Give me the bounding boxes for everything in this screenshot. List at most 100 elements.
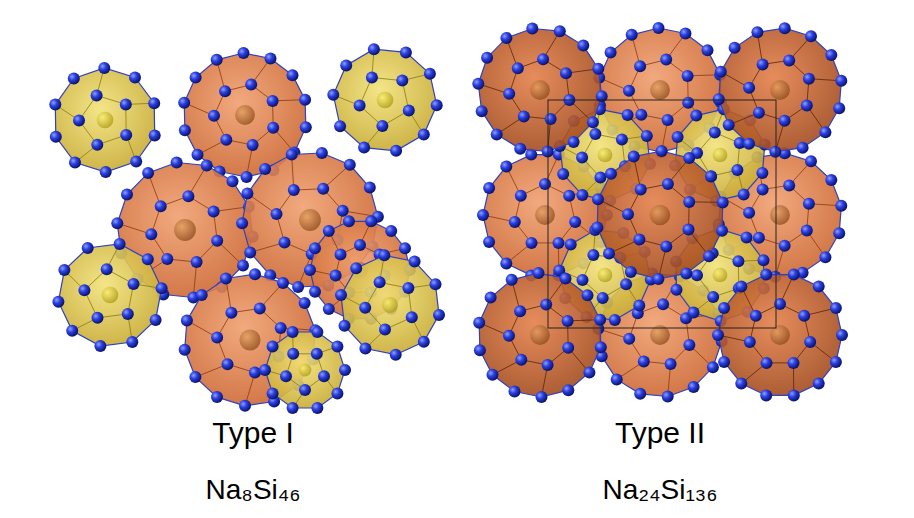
silicon-atom xyxy=(743,138,755,150)
silicon-atom xyxy=(130,156,142,168)
silicon-atom xyxy=(634,388,646,400)
sodium-atom xyxy=(97,112,114,129)
silicon-atom xyxy=(339,320,351,332)
silicon-atom xyxy=(635,184,647,196)
cage-face xyxy=(479,273,601,397)
silicon-atom xyxy=(481,52,493,64)
silicon-atom xyxy=(526,237,538,249)
silicon-atom xyxy=(433,309,445,321)
silicon-atom xyxy=(587,116,599,128)
silicon-atom xyxy=(418,129,430,141)
dodecahedron-cage xyxy=(52,238,167,352)
silicon-atom xyxy=(803,198,815,210)
silicon-atom xyxy=(716,225,728,237)
silicon-atom xyxy=(309,242,321,254)
silicon-atom xyxy=(190,72,202,84)
silicon-atom xyxy=(779,240,791,252)
cage-face xyxy=(478,29,601,152)
silicon-atom xyxy=(267,122,279,134)
silicon-atom xyxy=(211,235,223,247)
silicon-atom xyxy=(500,32,512,44)
silicon-atom xyxy=(340,59,352,71)
structure-type: Type I xyxy=(212,416,294,450)
silicon-atom xyxy=(323,303,335,315)
silicon-atom xyxy=(656,145,668,157)
silicon-atom xyxy=(514,143,526,155)
cage-face xyxy=(184,53,306,177)
silicon-atom xyxy=(769,146,781,158)
silicon-atom xyxy=(620,278,632,290)
silicon-atom xyxy=(557,168,569,180)
silicon-atom xyxy=(760,389,772,401)
silicon-atom xyxy=(472,78,484,90)
silicon-atom xyxy=(91,139,103,151)
silicon-atom xyxy=(220,134,232,146)
silicon-atom xyxy=(756,167,768,179)
silicon-atom xyxy=(343,215,355,227)
silicon-atom xyxy=(718,356,730,368)
silicon-atom xyxy=(191,256,203,268)
cage-edge xyxy=(214,85,273,145)
silicon-atom xyxy=(430,278,442,290)
silicon-atom xyxy=(797,142,809,154)
silicon-atom xyxy=(111,217,123,229)
silicon-atom xyxy=(334,120,346,132)
silicon-atom xyxy=(211,391,223,403)
silicon-atom xyxy=(101,263,113,275)
silicon-atom xyxy=(683,152,695,164)
dodecahedron-cage xyxy=(327,43,442,157)
silicon-atom xyxy=(94,340,106,352)
silicon-atom xyxy=(239,400,251,412)
sodium-atom xyxy=(530,325,550,345)
silicon-atom xyxy=(399,242,411,254)
silicon-atom xyxy=(287,69,299,81)
silicon-atom xyxy=(431,99,443,111)
silicon-atom xyxy=(577,40,589,52)
silicon-atom xyxy=(707,361,719,373)
silicon-atom xyxy=(515,190,527,202)
silicon-atom xyxy=(735,378,747,390)
cage-face xyxy=(719,28,842,152)
silicon-atom xyxy=(196,289,208,301)
sodium-atom xyxy=(377,92,394,109)
silicon-atom xyxy=(688,381,700,393)
cage-edge xyxy=(749,185,809,245)
silicon-atom xyxy=(292,281,304,293)
silicon-atom xyxy=(304,264,316,276)
silicon-atom xyxy=(597,292,609,304)
silicon-atom xyxy=(500,258,512,270)
silicon-atom xyxy=(409,256,421,268)
silicon-atom xyxy=(683,339,695,351)
sodium-atom xyxy=(530,80,550,100)
cage-face xyxy=(265,332,345,408)
silicon-atom xyxy=(560,67,572,79)
silicon-atom xyxy=(483,182,495,194)
dodecahedron-cage xyxy=(335,249,445,360)
silicon-atom xyxy=(299,94,311,106)
silicon-atom xyxy=(236,217,248,229)
silicon-atom xyxy=(783,179,795,191)
silicon-atom xyxy=(323,225,335,237)
silicon-atom xyxy=(365,215,377,227)
silicon-atom xyxy=(98,62,110,74)
silicon-atom xyxy=(512,62,524,74)
silicon-atom xyxy=(743,82,755,94)
silicon-atom xyxy=(638,355,650,367)
silicon-atom xyxy=(331,341,343,353)
silicon-atom xyxy=(474,344,486,356)
silicon-atom xyxy=(672,131,684,143)
silicon-atom xyxy=(267,388,279,400)
silicon-atom xyxy=(805,30,817,42)
silicon-atom xyxy=(374,276,386,288)
silicon-atom xyxy=(287,348,299,360)
silicon-atom xyxy=(753,107,765,119)
silicon-atom xyxy=(542,359,554,371)
silicon-atom xyxy=(813,378,825,390)
silicon-atom xyxy=(798,310,810,322)
silicon-atom xyxy=(330,270,342,282)
silicon-atom xyxy=(265,53,277,65)
silicon-atom xyxy=(254,303,266,315)
silicon-atom xyxy=(634,60,646,72)
silicon-atom xyxy=(833,102,845,114)
